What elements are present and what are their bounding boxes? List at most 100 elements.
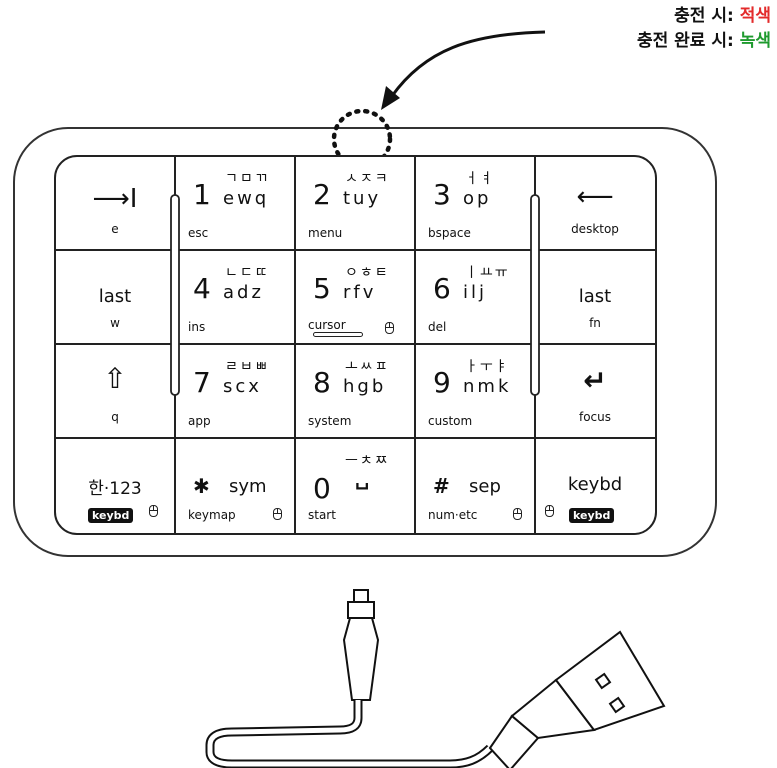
key-latin: adz (223, 282, 264, 303)
key-4[interactable]: 4 ㄴㄷㄸ adz ins (175, 250, 295, 346)
key-8[interactable]: 8 ㅗㅆㅍ hgb system (295, 344, 415, 440)
legend-charged-line: 충전 완료 시: 녹색 (637, 29, 771, 54)
key-sub-label: desktop (571, 222, 619, 236)
key-latin: nmk (463, 376, 512, 397)
key-latin: rfv (343, 282, 377, 303)
key-latin: scx (223, 376, 262, 397)
mouse-icon (545, 505, 554, 517)
legend-charged-value: 녹색 (739, 31, 771, 51)
key-digit: 8 (313, 366, 331, 399)
key-jamo: ㅓㅕ (465, 171, 495, 187)
key-function-label: keymap (188, 508, 236, 522)
keybd-badge: keybd (569, 504, 615, 523)
key-5[interactable]: 5 ㅇㅎㅌ rfv cursor (295, 250, 415, 346)
key-function-label: cursor (308, 318, 346, 332)
key-sub-label: fn (589, 316, 601, 330)
star-icon: ✱ (193, 474, 210, 498)
key-main-label: sep (469, 476, 501, 497)
charging-legend: 충전 시: 적색 충전 완료 시: 녹색 (637, 4, 771, 54)
key-digit: 4 (193, 272, 211, 305)
key-digit: 6 (433, 272, 451, 305)
key-latin: ewq (223, 188, 270, 209)
key-function-label: ins (188, 320, 206, 334)
pointer-arrow (390, 30, 546, 97)
legend-charged-label: 충전 완료 시: (636, 31, 734, 51)
key-backspace[interactable]: ⟵ desktop (535, 156, 655, 252)
key-digit: 9 (433, 366, 451, 399)
key-jamo: ㄱㅁㄲ (225, 171, 270, 187)
key-function-label: num·etc (428, 508, 478, 522)
key-tab[interactable]: ⟶I e (55, 156, 175, 252)
key-2[interactable]: 2 ㅅㅈㅋ tuy menu (295, 156, 415, 252)
key-latin: ilj (463, 282, 488, 303)
key-hash[interactable]: # sep num·etc (415, 438, 535, 534)
hash-icon: # (433, 474, 450, 498)
key-sub-label: e (111, 222, 119, 236)
key-digit: 2 (313, 178, 331, 211)
keybd-badge-label: keybd (569, 508, 615, 523)
key-sub-label: q (111, 410, 119, 424)
key-9[interactable]: 9 ㅏㅜㅑ nmk custom (415, 344, 535, 440)
enter-icon: ↵ (583, 364, 607, 397)
key-main-label: keybd (567, 474, 623, 495)
key-digit: 0 (313, 472, 331, 505)
key-function-label: start (308, 508, 336, 522)
legend-charging-value: 적색 (739, 6, 771, 26)
mouse-icon (149, 505, 158, 517)
key-function-label: system (308, 414, 352, 428)
left-arrow-icon: ⟵ (576, 182, 614, 212)
key-latin: op (463, 188, 492, 209)
key-digit: 1 (193, 178, 211, 211)
key-sub-label: w (110, 316, 120, 330)
shift-icon: ⇧ (103, 362, 127, 395)
key-latin: hgb (343, 376, 387, 397)
key-main-label: 한·123 (88, 479, 142, 499)
key-jamo: ㅗㅆㅍ (345, 359, 390, 375)
key-jamo: ㅅㅈㅋ (345, 171, 390, 187)
mouse-icon (273, 508, 282, 520)
keybd-badge-label: keybd (88, 508, 134, 523)
mouse-icon (513, 508, 522, 520)
key-digit: 5 (313, 272, 331, 305)
keybd-badge: keybd (88, 504, 134, 523)
key-function-label: del (428, 320, 447, 334)
key-function-label: app (188, 414, 211, 428)
key-last-fn[interactable]: last fn (535, 250, 655, 346)
key-function-label: esc (188, 226, 209, 240)
grip-right (530, 194, 540, 396)
key-digit: 7 (193, 366, 211, 399)
tab-icon: ⟶I (92, 184, 138, 214)
key-last-w[interactable]: last w (55, 250, 175, 346)
key-enter[interactable]: ↵ focus (535, 344, 655, 440)
key-jamo: ㄹㅂㅃ (225, 359, 270, 375)
key-function-label: custom (428, 414, 473, 428)
key-jamo: ㅇㅎㅌ (345, 265, 390, 281)
key-3[interactable]: 3 ㅓㅕ op bspace (415, 156, 535, 252)
key-7[interactable]: 7 ㄹㅂㅃ scx app (175, 344, 295, 440)
key-latin: tuy (343, 188, 382, 209)
pointer-arrowhead (381, 86, 400, 110)
legend-charging-line: 충전 시: 적색 (637, 4, 771, 29)
key-6[interactable]: 6 ㅣㅛㅠ ilj del (415, 250, 535, 346)
key-1[interactable]: 1 ㄱㅁㄲ ewq esc (175, 156, 295, 252)
key-han-123[interactable]: 한·123 keybd (55, 438, 175, 534)
key-keybd[interactable]: keybd keybd (535, 438, 655, 534)
key-jamo: ㄴㄷㄸ (225, 265, 270, 281)
key-function-label: menu (308, 226, 343, 240)
key-function-label: bspace (428, 226, 471, 240)
key-main-label: last (578, 286, 612, 307)
space-icon: ␣ (355, 466, 370, 490)
key-0[interactable]: 0 ㅡㅊㅉ ␣ start (295, 438, 415, 534)
mouse-icon (385, 322, 394, 334)
key-star[interactable]: ✱ sym keymap (175, 438, 295, 534)
key-digit: 3 (433, 178, 451, 211)
key-main-label: last (98, 286, 132, 307)
key-jamo: ㅏㅜㅑ (465, 359, 510, 375)
key-shift[interactable]: ⇧ q (55, 344, 175, 440)
key-jamo: ㅡㅊㅉ (345, 453, 390, 469)
key-sub-label: focus (578, 410, 612, 424)
cursor-bar-icon (313, 332, 363, 337)
key-jamo: ㅣㅛㅠ (465, 265, 510, 281)
grip-left (170, 194, 180, 396)
